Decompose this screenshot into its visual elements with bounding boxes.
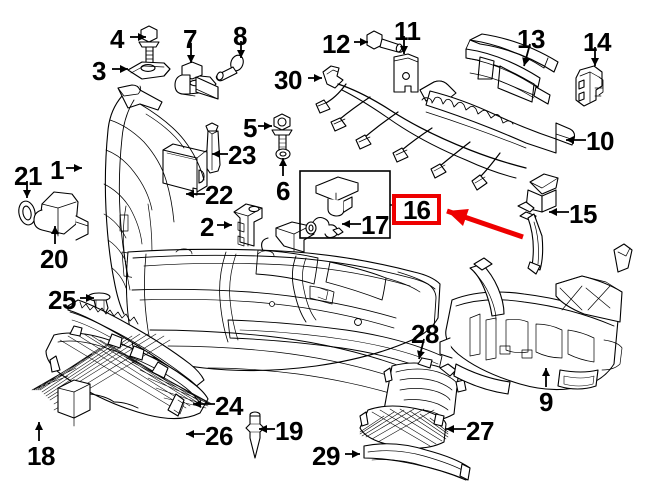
leader-arrowhead-11 <box>400 46 408 54</box>
leader-arrowhead-12 <box>360 38 368 46</box>
part-4-hex-flange-bolt <box>138 25 160 66</box>
callout-label-15[interactable]: 15 <box>569 199 597 229</box>
highlight-arrowhead <box>447 208 469 226</box>
part-23-mounting-pin <box>205 122 221 174</box>
part-7-stud-clip <box>174 61 219 100</box>
callout-label-30[interactable]: 30 <box>274 65 302 95</box>
callout-label-22[interactable]: 22 <box>205 180 233 210</box>
leader-arrowhead-8 <box>237 50 245 58</box>
callout-label-27[interactable]: 27 <box>466 416 494 446</box>
callout-label-9[interactable]: 9 <box>539 387 553 417</box>
callout-label-19[interactable]: 19 <box>275 416 303 446</box>
leader-arrowhead-21 <box>23 190 31 198</box>
part-27-side-mesh-grille <box>359 405 449 449</box>
callout-label-25[interactable]: 25 <box>48 285 76 315</box>
callout-label-7[interactable]: 7 <box>183 24 197 54</box>
part-2-mounting-bracket <box>233 203 263 247</box>
part-11-bracket-tab <box>393 53 419 93</box>
leader-arrowhead-2 <box>224 221 232 229</box>
leader-arrowhead-10 <box>566 136 574 144</box>
leader-arrowhead-28 <box>417 350 425 359</box>
callout-label-18[interactable]: 18 <box>27 441 55 471</box>
leader-arrowhead-6 <box>279 158 287 166</box>
leader-arrowhead-24 <box>193 400 201 408</box>
part-22-control-module <box>162 143 208 196</box>
part-19-push-pin-fastener <box>245 411 265 459</box>
callout-label-5[interactable]: 5 <box>243 113 257 143</box>
leader-arrowhead-1 <box>74 164 82 172</box>
leader-arrowhead-5 <box>264 122 272 130</box>
highlight-arrow <box>446 208 524 240</box>
leader-arrowhead-29 <box>352 450 360 458</box>
part-12-hex-bolt <box>366 30 404 53</box>
callout-label-4[interactable]: 4 <box>110 24 124 54</box>
part-8-pin-screw <box>215 54 244 82</box>
leader-arrowhead-19 <box>259 425 267 433</box>
leader-arrowhead-27 <box>446 425 454 433</box>
leader-arrowhead-9 <box>542 368 550 376</box>
callout-label-20[interactable]: 20 <box>40 244 68 274</box>
leader-arrowhead-25 <box>86 294 94 302</box>
leader-arrowhead-18 <box>35 422 43 430</box>
leader-arrowhead-30 <box>314 74 322 82</box>
highlighted-callout-16[interactable]: 16 <box>392 194 441 225</box>
callout-label-24[interactable]: 24 <box>215 391 243 421</box>
part-14-side-bracket <box>575 65 604 107</box>
callout-label-2[interactable]: 2 <box>200 212 214 242</box>
leader-arrowhead-20 <box>51 226 59 234</box>
leader-arrowhead-14 <box>591 58 599 66</box>
part-29-lower-spoiler-trim <box>363 443 471 481</box>
leader-arrowhead-26 <box>186 430 194 438</box>
highlight-label: 16 <box>403 194 431 225</box>
leader-arrowhead-4 <box>138 33 146 41</box>
callout-label-1[interactable]: 1 <box>50 155 64 185</box>
callout-label-11[interactable]: 11 <box>394 16 421 46</box>
part-21-sensor-seal-ring <box>18 200 36 226</box>
part-13-impact-bar <box>465 33 559 105</box>
part-30-wiring-harness <box>315 65 527 191</box>
leader-arrowhead-3 <box>120 65 128 73</box>
leader-arrowhead-7 <box>187 55 195 63</box>
part-10-energy-absorber <box>419 80 576 154</box>
callout-label-3[interactable]: 3 <box>92 56 106 86</box>
part-1-radiator-support-panel <box>103 84 205 315</box>
part-26-lower-mesh-grille <box>31 325 213 420</box>
part-6-grommet <box>275 148 291 160</box>
callout-label-28[interactable]: 28 <box>411 319 439 349</box>
part-15-outer-support-bracket <box>517 173 559 275</box>
callout-label-29[interactable]: 29 <box>312 441 340 471</box>
part-20-parking-sensor <box>33 191 89 241</box>
leader-arrowhead-13 <box>522 57 530 66</box>
leader-arrowhead-17 <box>342 220 350 228</box>
callout-label-8[interactable]: 8 <box>233 21 247 51</box>
callout-label-14[interactable]: 14 <box>583 27 611 57</box>
part-9-bumper-support-carrier <box>439 257 623 395</box>
carrier-upper-tail <box>613 243 633 273</box>
part-3-retainer-plate <box>127 61 171 80</box>
callout-label-23[interactable]: 23 <box>228 140 256 170</box>
callout-label-21[interactable]: 21 <box>14 161 42 191</box>
callout-label-6[interactable]: 6 <box>276 176 290 206</box>
callout-label-13[interactable]: 13 <box>517 24 545 54</box>
callout-label-26[interactable]: 26 <box>205 421 233 451</box>
leader-arrowhead-23 <box>212 150 220 158</box>
leader-arrowhead-22 <box>186 190 194 198</box>
callout-label-17[interactable]: 17 <box>361 210 389 240</box>
part-5-hex-flange-bolt <box>271 113 293 153</box>
callout-label-12[interactable]: 12 <box>322 29 350 59</box>
callout-label-10[interactable]: 10 <box>586 126 614 156</box>
leader-arrowhead-15 <box>549 208 557 216</box>
detail-inset-contents <box>305 176 359 239</box>
part-18-tow-eye-cover <box>57 379 139 427</box>
